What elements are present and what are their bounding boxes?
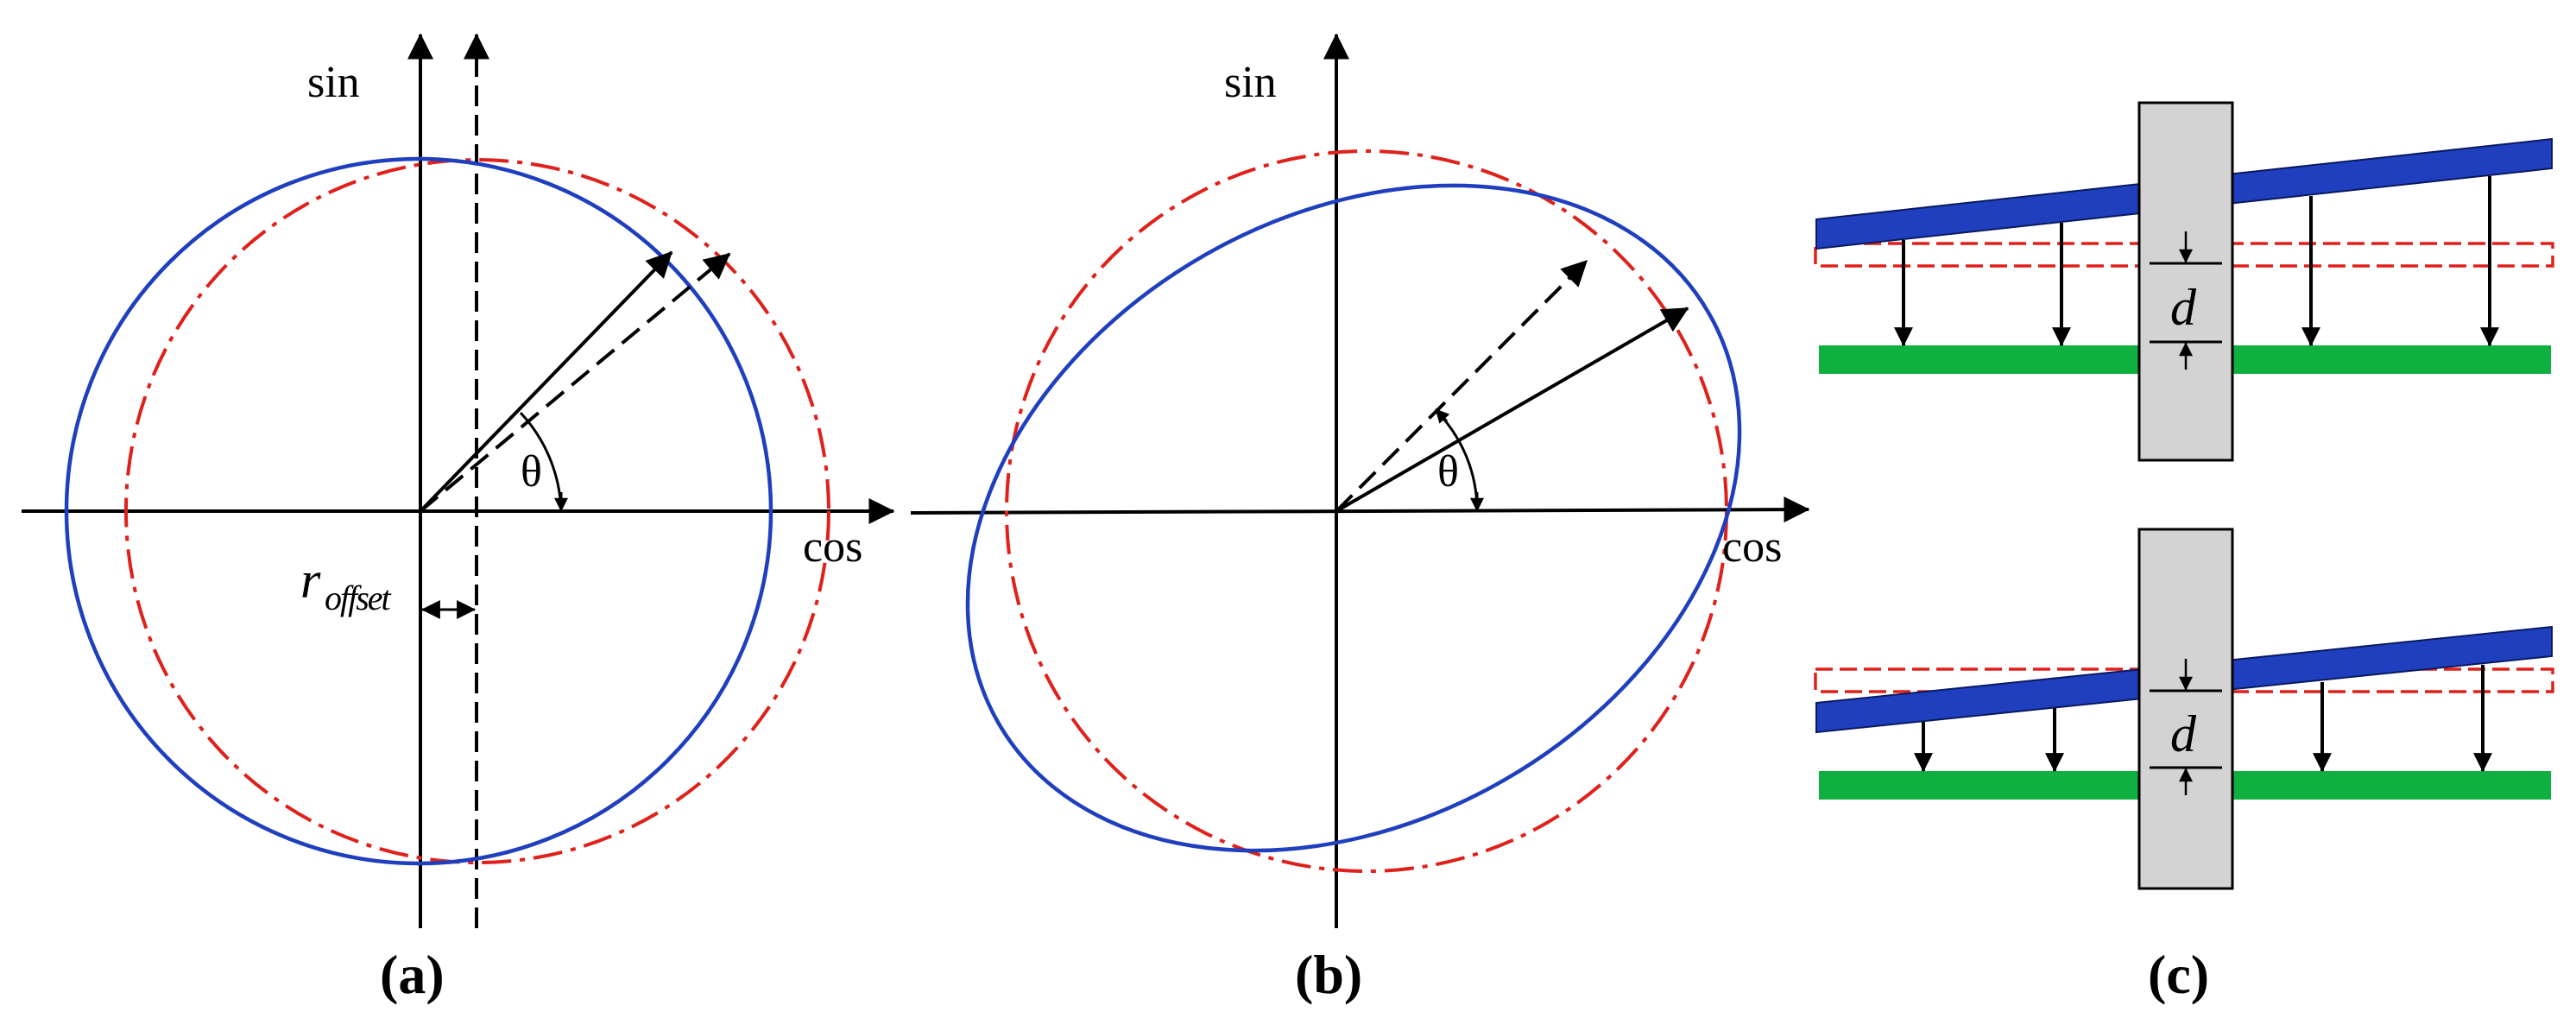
panel-c-top-scenario: d <box>1814 101 2554 462</box>
panel-c-bottom-scenario: d <box>1814 528 2554 890</box>
panel-a-offset-radius-vector <box>419 252 731 513</box>
panel-a-cos-label: cos <box>803 522 862 572</box>
panel-a-angle-label: θ <box>521 447 542 496</box>
panel-c-bottom-gap-label: d <box>2170 705 2197 762</box>
panel-a-caption: (a) <box>380 944 445 1005</box>
panel-c-top-spacer <box>2137 101 2234 462</box>
panel-b-measured-ellipse <box>965 183 1742 853</box>
panel-c: d d (c) <box>1814 101 2554 1005</box>
panel-a-sin-label: sin <box>307 58 360 107</box>
panel-a-reference-circle <box>124 158 830 864</box>
panel-c-bottom-spacer <box>2137 528 2234 890</box>
panel-b-radius-vector <box>1335 307 1689 513</box>
panel-b-caption: (b) <box>1295 944 1362 1005</box>
panel-b-angle-label: θ <box>1437 447 1459 496</box>
panel-b-sin-label: sin <box>1224 58 1277 107</box>
panel-b-cos-label: cos <box>1722 522 1782 572</box>
panel-b-cos-axis <box>910 496 1810 523</box>
panel-a-measured-circle <box>64 156 773 866</box>
panel-a-offset-label: r <box>300 552 321 609</box>
panel-c-top-gap-label: d <box>2170 279 2197 336</box>
panel-b-angle-arc-start <box>1434 408 1450 424</box>
panel-b-reference-radius-vector <box>1335 259 1588 513</box>
panel-a: θ r offset sin cos (a) <box>22 33 895 1005</box>
panel-b: θ sin cos (b) <box>910 33 1810 1005</box>
panel-c-caption: (c) <box>2148 944 2209 1005</box>
panel-a-radius-vector <box>419 250 673 513</box>
panel-a-offset-subscript: offset <box>325 579 392 617</box>
